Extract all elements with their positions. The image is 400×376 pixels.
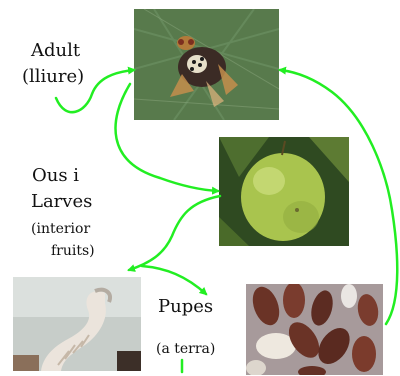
eggs-larvae-subtitle-2: fruits) <box>51 244 95 258</box>
larva-photo <box>13 277 141 371</box>
pupae-subtitle: (a terra) <box>156 342 215 356</box>
eggs-larvae-title-1: Ous i <box>32 167 79 185</box>
arrow-larvae-to-pupae <box>142 266 206 294</box>
fly-photo <box>134 9 279 120</box>
adult-title: Adult <box>31 42 80 60</box>
adult-subtitle: (lliure) <box>22 68 84 86</box>
apple-photo <box>219 137 349 246</box>
pupae-title: Pupes <box>158 298 213 316</box>
arrow-fruit-to-larvae <box>129 196 220 270</box>
eggs-larvae-title-2: Larves <box>31 193 92 211</box>
eggs-larvae-subtitle-1: (interior <box>31 222 90 236</box>
pupae-photo <box>246 284 383 375</box>
